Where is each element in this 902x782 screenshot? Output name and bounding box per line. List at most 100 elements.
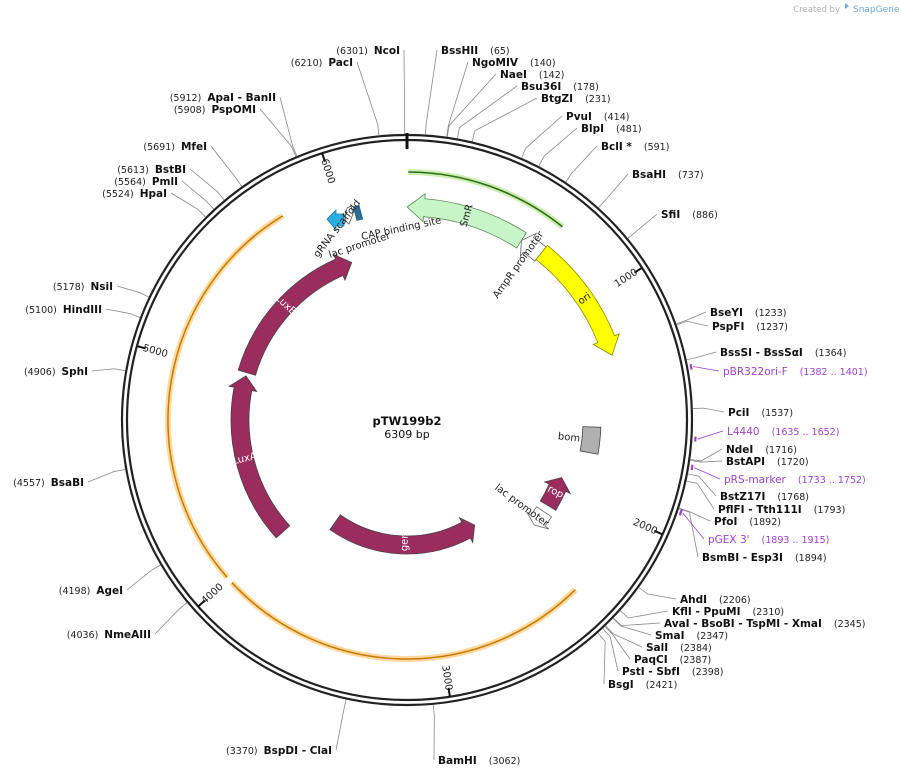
- site-position: (1716): [765, 445, 797, 456]
- restriction-site[interactable]: Bsu36I(178): [521, 81, 599, 93]
- restriction-site[interactable]: PspOMI(5908): [174, 104, 256, 116]
- site-leader-line: [688, 474, 716, 496]
- site-position: (2387): [680, 655, 712, 666]
- primer-range: (1733 .. 1752): [798, 475, 866, 486]
- site-position: (6210): [291, 58, 323, 69]
- restriction-site[interactable]: HpaI(5524): [102, 188, 167, 200]
- primer[interactable]: pRS-marker(1733 .. 1752): [724, 474, 866, 486]
- restriction-site[interactable]: BssSI - BssSαI(1364): [720, 347, 846, 359]
- site-name: AvaI - BsoBI - TspMI - XmaI: [664, 618, 822, 630]
- site-name: PciI: [728, 407, 749, 419]
- site-position: (3370): [226, 746, 258, 757]
- site-position: (142): [539, 70, 565, 81]
- site-position: (4198): [59, 586, 91, 597]
- restriction-site[interactable]: PacI(6210): [291, 57, 353, 69]
- restriction-site[interactable]: NsiI(5178): [53, 281, 113, 293]
- restriction-site[interactable]: AgeI(4198): [59, 585, 123, 597]
- site-position: (4036): [67, 630, 99, 641]
- restriction-site[interactable]: PvuI(414): [566, 111, 629, 123]
- site-name: ApaI - BanII: [207, 92, 276, 104]
- site-name: NdeI: [726, 444, 753, 456]
- site-name: BamHI: [438, 755, 477, 767]
- site-position: (1720): [777, 457, 809, 468]
- restriction-site[interactable]: AhdI(2206): [680, 594, 751, 606]
- restriction-site[interactable]: BseYI(1233): [710, 307, 786, 319]
- feature-label: bom: [557, 431, 580, 444]
- site-name: SphI: [62, 366, 88, 378]
- site-leader-line: [613, 618, 660, 626]
- restriction-site[interactable]: NaeI(142): [500, 69, 564, 81]
- site-leader-line: [357, 62, 379, 135]
- site-position: (1233): [755, 308, 787, 319]
- tick-label: 4000: [199, 582, 225, 607]
- site-name: PflFI - Tth111I: [718, 504, 802, 516]
- restriction-site[interactable]: PspFI(1237): [712, 321, 788, 333]
- feature-bom[interactable]: [580, 427, 601, 455]
- feature-luxb[interactable]: [238, 255, 351, 376]
- site-position: (1892): [749, 517, 781, 528]
- restriction-site[interactable]: BstAPI(1720): [726, 456, 809, 468]
- restriction-site[interactable]: PciI(1537): [728, 407, 793, 419]
- site-leader-line: [628, 214, 657, 238]
- restriction-site[interactable]: BsaHI(737): [632, 169, 704, 181]
- restriction-site[interactable]: HindIII(5100): [25, 304, 102, 316]
- restriction-site[interactable]: KflI - PpuMI(2310): [672, 606, 784, 618]
- restriction-site[interactable]: BssHII(65): [441, 45, 510, 57]
- restriction-site[interactable]: PfoI(1892): [714, 516, 781, 528]
- primer-name: pBR322ori-F: [723, 366, 788, 378]
- primer-name: L4440: [727, 426, 760, 438]
- feature-label: M13 gene III: [399, 514, 411, 576]
- primer-range: (1635 .. 1652): [772, 427, 840, 438]
- site-position: (5613): [117, 165, 149, 176]
- restriction-site[interactable]: PstI - SbfI(2398): [622, 666, 724, 678]
- site-position: (737): [678, 170, 704, 181]
- site-position: (4557): [13, 478, 45, 489]
- restriction-site[interactable]: BsaBI (4557): [13, 477, 84, 489]
- site-name: HindIII: [63, 304, 102, 316]
- restriction-site[interactable]: NdeI (1716): [726, 444, 797, 456]
- restriction-site[interactable]: MfeI(5691): [143, 141, 207, 153]
- restriction-site[interactable]: NmeAIII(4036): [67, 629, 151, 641]
- site-leader-line: [522, 116, 562, 158]
- watermark-brand[interactable]: SnapGene: [853, 5, 900, 15]
- restriction-site[interactable]: PmlI(5564): [114, 176, 178, 188]
- primer-name: pGEX 3': [708, 534, 750, 546]
- site-position: (414): [604, 112, 630, 123]
- restriction-site[interactable]: BamHI(3062): [438, 755, 520, 767]
- restriction-site[interactable]: SphI(4906): [24, 366, 88, 378]
- site-leader-line: [613, 618, 651, 635]
- site-name: NsiI: [90, 281, 113, 293]
- restriction-site[interactable]: SfiI(886): [661, 209, 718, 221]
- site-leader-line: [211, 146, 242, 186]
- site-leader-line: [639, 588, 676, 599]
- primer[interactable]: pGEX 3'(1893 .. 1915): [708, 534, 829, 546]
- restriction-site[interactable]: BstBI(5613): [117, 164, 186, 176]
- restriction-site[interactable]: BlpI(481): [581, 123, 642, 135]
- restriction-site[interactable]: PflFI - Tth111I(1793): [718, 504, 845, 516]
- site-leader-line: [566, 146, 597, 182]
- site-leader-line: [92, 369, 125, 371]
- restriction-site[interactable]: BstZ17I(1768): [720, 491, 809, 503]
- primer[interactable]: L4440 (1635 .. 1652): [727, 426, 839, 438]
- site-name: AhdI: [680, 594, 707, 606]
- site-leader-line: [539, 128, 577, 166]
- restriction-site[interactable]: BspDI - ClaI(3370): [226, 745, 332, 757]
- site-name: BsaBI: [51, 477, 84, 489]
- restriction-site[interactable]: ApaI - BanII(5912): [170, 92, 276, 104]
- restriction-site[interactable]: NgoMIV(140): [472, 57, 556, 69]
- restriction-site[interactable]: NcoI(6301): [336, 45, 400, 57]
- site-leader-line: [190, 169, 224, 200]
- restriction-site[interactable]: BsmBI - Esp3I(1894): [702, 552, 827, 564]
- restriction-site[interactable]: SalI(2384): [646, 642, 712, 654]
- restriction-site[interactable]: BsgI(2421): [608, 679, 677, 691]
- feature-label: CAP binding site: [360, 215, 442, 243]
- site-position: (140): [530, 58, 556, 69]
- primer[interactable]: pBR322ori-F(1382 .. 1401): [723, 366, 868, 378]
- restriction-site[interactable]: PaqCI(2387): [634, 654, 711, 666]
- restriction-site[interactable]: SmaI(2347): [655, 630, 728, 642]
- restriction-site[interactable]: AvaI - BsoBI - TspMI - XmaI(2345): [664, 618, 865, 630]
- restriction-site[interactable]: BtgZI(231): [541, 93, 611, 105]
- site-leader-line: [260, 109, 296, 157]
- restriction-site[interactable]: BclI *(591): [601, 141, 669, 153]
- site-position: (5908): [174, 105, 206, 116]
